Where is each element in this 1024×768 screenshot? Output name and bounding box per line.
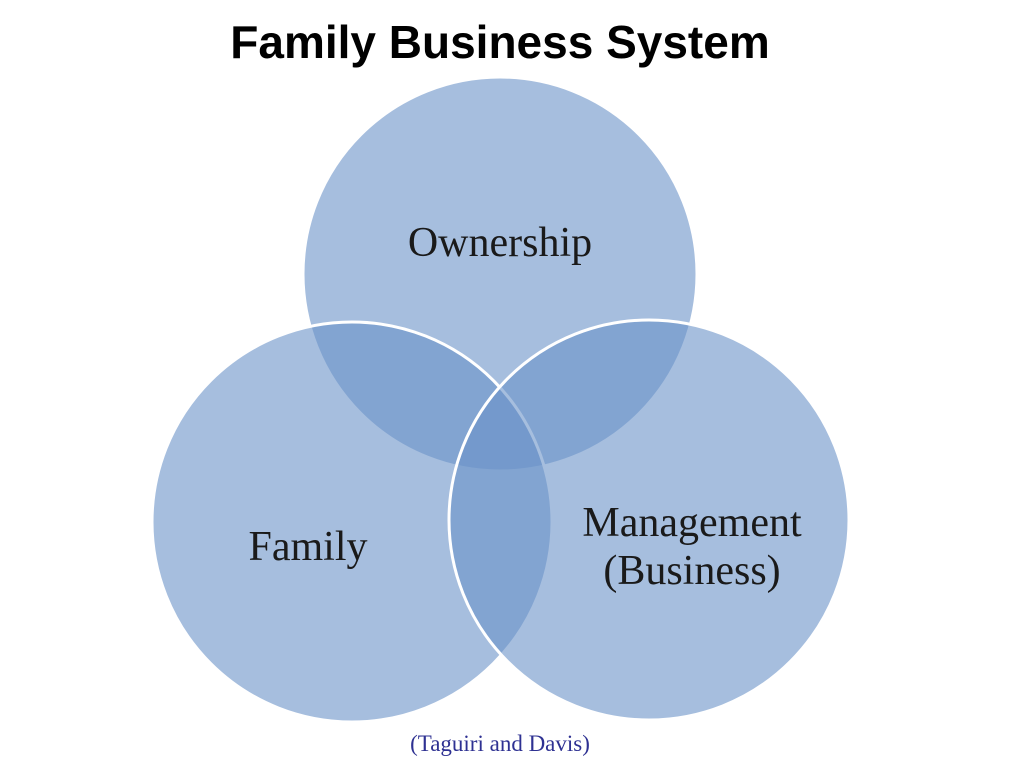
venn-circles [150, 75, 851, 724]
family-label: Family [248, 524, 367, 570]
venn-labels: Ownership Family Management (Business) [248, 220, 801, 594]
ownership-label: Ownership [408, 220, 592, 266]
management-label-line2: (Business) [603, 548, 780, 594]
management-label-line1: Management [582, 500, 802, 546]
caption: (Taguiri and Davis) [410, 731, 590, 756]
page-title: Family Business System [230, 16, 769, 68]
management-circle [447, 318, 851, 722]
